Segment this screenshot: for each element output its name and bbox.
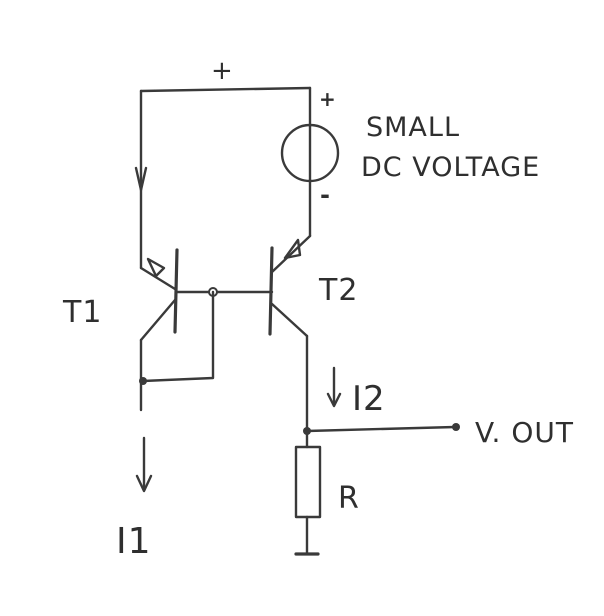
vout-terminal-dot — [452, 423, 460, 431]
t1-emitter-arrow-icon — [146, 257, 166, 278]
resistor-label: R — [338, 481, 360, 516]
rail-arrow-icon — [134, 166, 148, 192]
supply-plus-label: + — [211, 56, 234, 86]
vout-label: V. OUT — [475, 416, 574, 449]
t2-label: T2 — [318, 273, 358, 308]
t2-emitter-arrow-icon — [283, 238, 302, 260]
i1-label: I1 — [116, 521, 152, 562]
transistor-t1 — [139, 248, 215, 342]
i2-label: I2 — [352, 379, 386, 419]
dc-voltage-source — [280, 123, 340, 183]
output-node — [303, 423, 460, 435]
top-rail — [139, 86, 312, 270]
base-link — [139, 287, 274, 385]
source-minus-label: - — [320, 181, 331, 209]
source-label-line1: SMALL — [366, 112, 460, 143]
source-plus-label: + — [319, 87, 337, 111]
i1-arrow-icon — [135, 436, 153, 493]
i2-arrow-icon — [326, 366, 342, 408]
resistor-r — [294, 429, 322, 556]
t1-label: T1 — [62, 295, 102, 330]
source-label-line2: DC VOLTAGE — [361, 152, 540, 183]
transistor-t2 — [268, 234, 312, 432]
